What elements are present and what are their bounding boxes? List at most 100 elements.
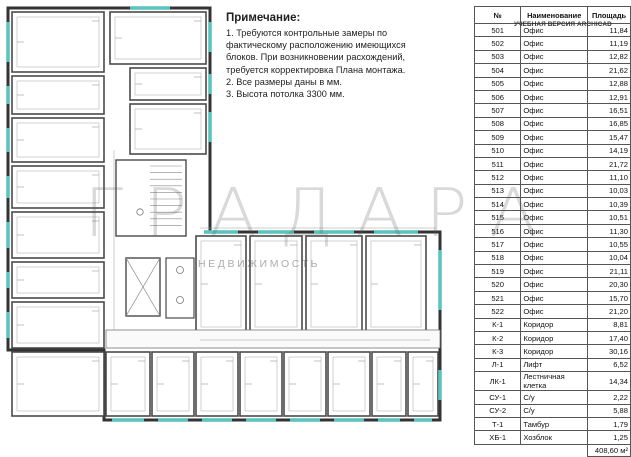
notes-line: блоков. При возникновении расхождений, <box>226 52 406 63</box>
cell-num: 512 <box>473 170 522 185</box>
notes-line: 2. Все размеры даны в мм. <box>226 76 342 87</box>
cell-num: ХБ-1 <box>473 430 522 445</box>
cell-name: Коридор <box>520 344 589 359</box>
room-outline <box>11 165 105 209</box>
cell-name: Коридор <box>520 317 589 332</box>
room-outline <box>109 11 207 65</box>
cell-num: 507 <box>473 103 522 118</box>
elevator-cross <box>125 257 161 317</box>
window <box>258 230 294 234</box>
cell-area: 10,39 <box>587 197 631 212</box>
cell-name: Офис <box>520 156 589 172</box>
cell-name: Тамбур <box>520 416 589 432</box>
window <box>158 418 188 422</box>
window <box>130 6 170 10</box>
room-outline <box>11 261 105 299</box>
cell-num: Т-1 <box>473 416 522 432</box>
cell-name: Офис <box>520 237 589 252</box>
column-header-num: № <box>473 6 522 24</box>
cell-num: 518 <box>473 250 522 266</box>
cell-num: 503 <box>473 49 522 65</box>
cell-num: 521 <box>473 290 522 306</box>
cell-name: Хозблок <box>520 430 589 445</box>
cell-name: Офис <box>520 36 589 51</box>
cell-area: 14,34 <box>587 371 631 392</box>
room-outline <box>11 211 105 259</box>
window <box>374 230 418 234</box>
window <box>438 370 442 400</box>
cell-area: 14,19 <box>587 143 631 158</box>
cell-name: Офис <box>520 63 589 78</box>
cell-area: 5,88 <box>587 403 631 418</box>
cell-name: Офис <box>520 210 589 225</box>
cell-area: 21,11 <box>587 264 631 279</box>
cell-name: Офис <box>520 183 589 199</box>
room-outline <box>407 351 439 417</box>
cell-name: С/у <box>520 403 589 418</box>
window <box>6 312 10 338</box>
floor-plan-layer <box>6 6 442 422</box>
cell-area: 2,22 <box>587 390 631 405</box>
cell-num: 522 <box>473 304 522 319</box>
notes-block: Примечание: 1. Требуются контрольные зам… <box>226 12 441 100</box>
window <box>6 86 10 104</box>
cell-area: 16,51 <box>587 103 631 118</box>
cell-num: 510 <box>473 143 522 158</box>
cell-area: 20,30 <box>587 277 631 292</box>
cell-num: Л-1 <box>473 357 522 373</box>
table-total-row: 408,60 м² <box>475 443 631 457</box>
cell-name: Офис <box>520 277 589 292</box>
cell-area: 10,55 <box>587 237 631 252</box>
cell-area: 8,81 <box>587 317 631 332</box>
window <box>314 230 354 234</box>
window <box>6 272 10 288</box>
notes-line: 1. Требуются контрольные замеры по <box>226 28 388 38</box>
window <box>414 418 432 422</box>
cell-name: Офис <box>520 197 589 212</box>
notes-title: Примечание: <box>226 12 301 24</box>
cell-name: Офис <box>520 170 589 185</box>
cell-area: 12,88 <box>587 76 631 91</box>
cell-name: С/у <box>520 390 589 405</box>
cell-num: 515 <box>473 210 522 225</box>
notes-line: 3. Высота потолка 3300 мм. <box>226 89 345 100</box>
cell-area: 11,10 <box>587 170 631 185</box>
cell-area: 10,04 <box>587 250 631 266</box>
window <box>6 22 10 62</box>
stair-core <box>115 159 187 237</box>
cell-area: 10,03 <box>587 183 631 199</box>
window <box>6 176 10 198</box>
cell-area: 12,82 <box>587 49 631 65</box>
total-area: 408,60 м² <box>587 443 631 457</box>
cell-name: Офис <box>520 76 589 91</box>
toilet-fixture <box>176 296 184 304</box>
cell-area: 21,72 <box>587 156 631 172</box>
cell-num: 502 <box>473 36 522 51</box>
cell-num: ЛК-1 <box>473 371 522 392</box>
cell-name: Офис <box>520 143 589 158</box>
cell-name: Офис <box>520 49 589 65</box>
notes-line: требуется корректировка Плана монтажа. <box>226 64 406 75</box>
